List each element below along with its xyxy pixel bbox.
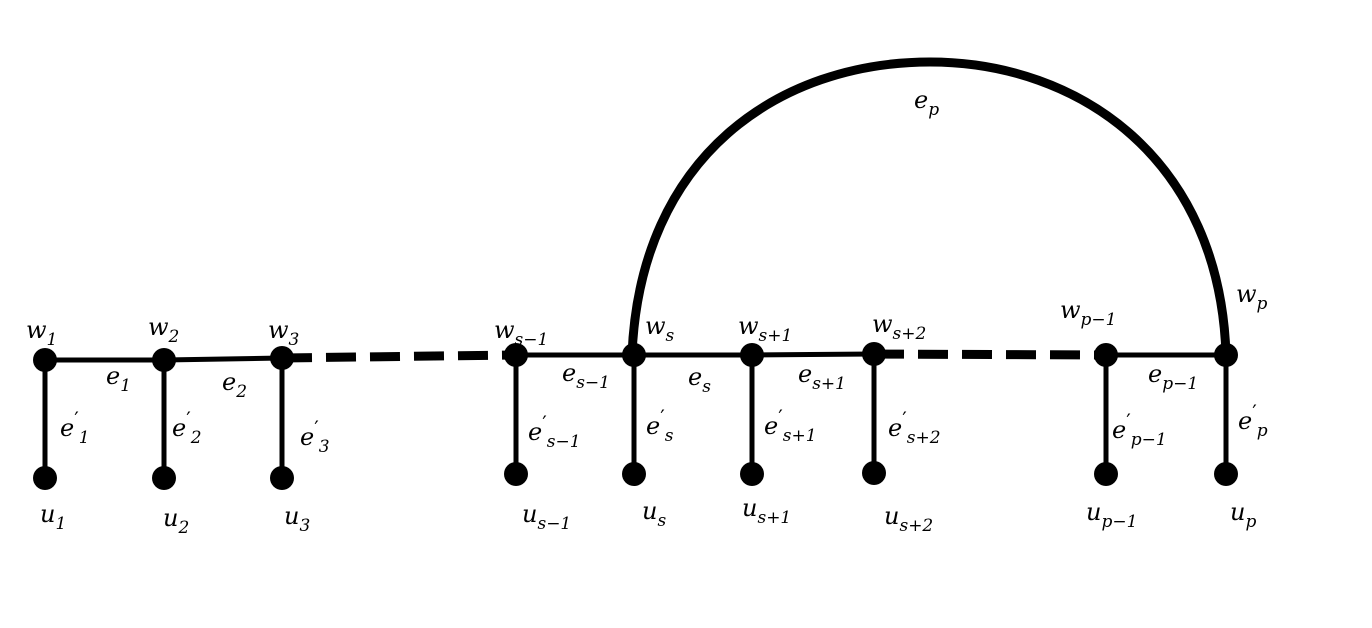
arc-edge-ep <box>627 57 1231 356</box>
pendant-label-es-1: e′s−1 <box>528 411 581 452</box>
vertex-label-u2: u2 <box>163 504 189 538</box>
vertex-w <box>152 348 176 372</box>
dashed-path-left <box>281 350 517 363</box>
edge-es+1 <box>751 351 875 358</box>
vertex-label-us+1: us+1 <box>742 494 791 528</box>
vertex-label-wp: wp <box>1236 280 1268 314</box>
vertex-label-us-1: us−1 <box>522 500 571 534</box>
vertex-label-ws-1: ws−1 <box>494 316 548 350</box>
vertex-u <box>862 461 886 485</box>
vertex-w <box>1214 343 1238 367</box>
vertex-label-up: up <box>1230 498 1256 532</box>
vertex-u <box>622 462 646 486</box>
edge-label-e1: e1 <box>106 362 131 396</box>
vertex-u <box>152 466 176 490</box>
arc-edge-label: ep <box>914 86 939 120</box>
vertex-label-ws+2: ws+2 <box>872 310 926 344</box>
vertex-label-up-1: up−1 <box>1086 498 1137 532</box>
vertex-label-ws+1: ws+1 <box>738 312 792 346</box>
pendant-label-e2: e′2 <box>172 407 202 448</box>
vertex-u <box>1094 462 1118 486</box>
vertex-w <box>33 348 57 372</box>
vertex-w <box>862 342 886 366</box>
edge-label-ep-1: ep−1 <box>1148 360 1198 394</box>
vertex-label-wp-1: wp−1 <box>1060 296 1117 330</box>
edge-label-es-1: es−1 <box>562 359 610 393</box>
vertex-u <box>33 466 57 490</box>
pendant-label-ep: e′p <box>1238 400 1268 441</box>
pendant-label-ep-1: e′p−1 <box>1112 409 1167 450</box>
pendant-label-e3: e′3 <box>300 416 330 457</box>
dashed-path-right <box>873 349 1107 360</box>
vertex-u <box>740 462 764 486</box>
pendant-label-e1: e′1 <box>60 407 90 448</box>
vertex-label-ws: ws <box>645 312 675 346</box>
edge-label-e2: e2 <box>222 368 247 402</box>
edge-label-es+1: es+1 <box>798 360 846 394</box>
vertex-w <box>622 343 646 367</box>
vertex-u <box>270 466 294 490</box>
vertex-u <box>504 462 528 486</box>
pendant-label-es+2: e′s+2 <box>888 407 941 448</box>
vertex-u <box>1214 462 1238 486</box>
vertex-label-u3: u3 <box>284 502 310 536</box>
vertex-w <box>504 343 528 367</box>
vertex-label-w3: w3 <box>268 316 299 350</box>
pendant-label-es+1: e′s+1 <box>764 405 817 446</box>
vertex-w <box>270 346 294 370</box>
vertex-w <box>1094 343 1118 367</box>
vertex-label-w2: w2 <box>148 313 179 347</box>
edge-label-es: es <box>688 363 711 397</box>
vertex-label-us: us <box>642 497 666 531</box>
vertex-label-u1: u1 <box>40 500 66 534</box>
edge-e2 <box>163 355 283 363</box>
vertex-w <box>740 343 764 367</box>
vertex-label-w1: w1 <box>26 316 57 350</box>
pendant-label-es: e′s <box>646 405 674 446</box>
vertex-label-us+2: us+2 <box>884 502 933 536</box>
